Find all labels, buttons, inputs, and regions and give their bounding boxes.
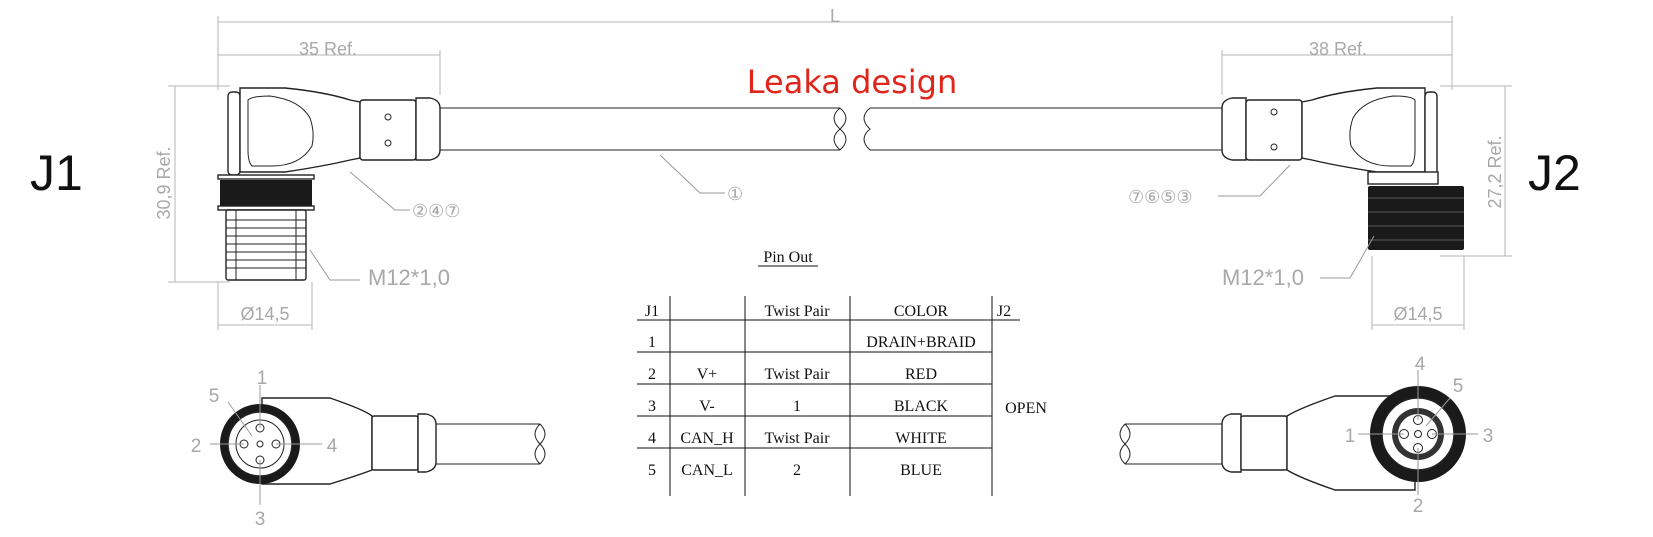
j2-pin-5: 5: [1453, 376, 1464, 397]
j1-pin-2: 2: [191, 436, 202, 457]
table-row-2-color: RED: [905, 366, 937, 383]
dim-j1-height: 30,9 Ref.: [154, 146, 174, 219]
table-header-twist-pair: Twist Pair: [764, 303, 830, 320]
dim-j2-diameter: Ø14,5: [1393, 304, 1442, 324]
brand-text: Leaka design: [747, 63, 957, 101]
table-row-1-color: DRAIN+BRAID: [866, 334, 975, 351]
dimension-lines: [168, 16, 1512, 330]
j1-pin-1: 1: [257, 368, 268, 389]
j2-pin-4: 4: [1415, 354, 1426, 375]
dim-j2-length: 38 Ref.: [1309, 39, 1367, 59]
table-row-4-pair: Twist Pair: [764, 430, 830, 447]
j2-connector-face: [1119, 370, 1478, 495]
j1-thread-lines: [226, 210, 306, 280]
table-row-5-pin: 5: [648, 462, 656, 479]
callout-j1-parts: ②④⑦: [412, 201, 460, 221]
callout-cable: ①: [727, 184, 743, 204]
pinout-title: Pin Out: [763, 249, 813, 266]
thread-j1-label: M12*1,0: [368, 265, 450, 290]
callout-j2-parts: ⑦⑥⑤③: [1128, 187, 1193, 207]
j2-pin-3: 3: [1483, 426, 1494, 447]
table-row-4-signal: CAN_H: [680, 430, 734, 447]
table-row-3-pin: 3: [648, 398, 656, 415]
table-row-2-signal: V+: [697, 366, 718, 383]
table-row-5-color: BLUE: [900, 462, 942, 479]
j2-label: J2: [1528, 145, 1581, 201]
j1-connector-side: [217, 87, 441, 281]
table-row-4-color: WHITE: [895, 430, 947, 447]
dim-j2-height: 27,2 Ref.: [1485, 135, 1505, 208]
table-row-5-signal: CAN_L: [681, 462, 733, 479]
table-row-3-color: BLACK: [894, 398, 949, 415]
j2-connector-side: [1221, 87, 1464, 250]
callout-leaders: [309, 154, 1375, 281]
j1-pin-5: 5: [209, 386, 220, 407]
thread-j2-label: M12*1,0: [1222, 265, 1304, 290]
dim-j1-diameter: Ø14,5: [240, 304, 289, 324]
table-header-j2: J2: [997, 303, 1011, 320]
table-j2-open: OPEN: [1005, 400, 1047, 417]
table-row-2-pair: Twist Pair: [764, 366, 830, 383]
table-row-5-pair: 2: [793, 462, 801, 479]
j2-pin-2: 2: [1413, 496, 1424, 517]
table-row-3-pair: 1: [793, 398, 801, 415]
table-row-4-pin: 4: [648, 430, 656, 447]
j1-pin-3: 3: [255, 509, 266, 530]
dim-total-length: L: [830, 6, 840, 26]
j1-connector-face: [210, 385, 546, 505]
table-row-3-signal: V-: [699, 398, 714, 415]
table-row-2-pin: 2: [648, 366, 656, 383]
j1-label: J1: [30, 145, 83, 201]
dim-j1-length: 35 Ref.: [299, 39, 357, 59]
table-header-j1: J1: [645, 303, 659, 320]
table-row-1-pin: 1: [648, 334, 656, 351]
table-header-color: COLOR: [894, 303, 949, 320]
pinout-table: Pin Out J1 Twist Pair COLOR J2 1 DRAIN+B…: [637, 249, 1047, 496]
j2-pin-1: 1: [1345, 426, 1356, 447]
cable: [440, 107, 1222, 151]
j1-pin-4: 4: [327, 436, 338, 457]
